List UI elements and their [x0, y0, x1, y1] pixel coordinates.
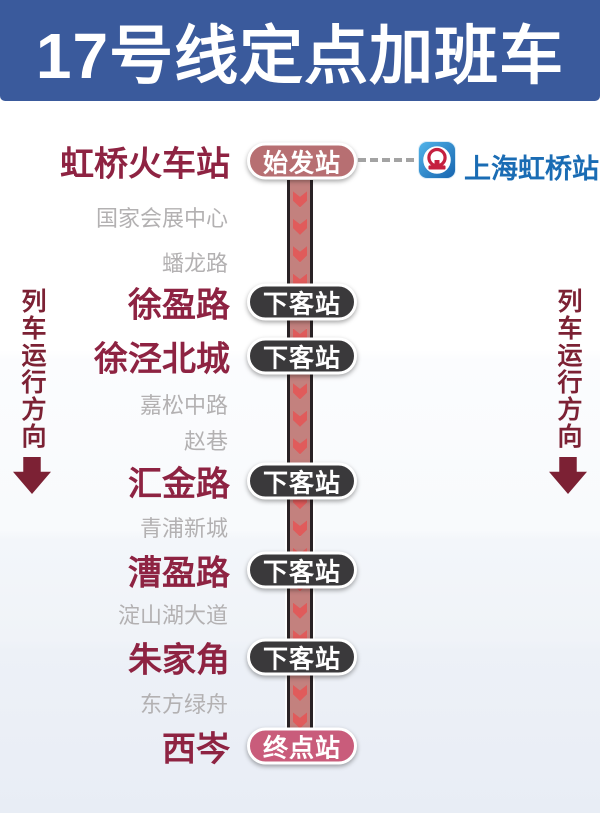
- station-name: 西岑: [162, 730, 230, 769]
- station-name: 东方绿舟: [139, 692, 228, 717]
- station-name: 虹桥火车站: [60, 145, 230, 184]
- station-name: 淀山湖大道: [117, 603, 228, 628]
- down-arrow-icon: [549, 457, 587, 494]
- chevron-down-icon: [293, 712, 307, 729]
- station-badge: 终点站: [247, 727, 358, 765]
- chevron-down-icon: [293, 246, 307, 263]
- direction-indicator-left: 列车运行方向: [12, 288, 52, 494]
- station-row: 漕盈路下客站: [0, 548, 600, 593]
- chevron-down-icon: [293, 191, 307, 208]
- direction-indicator-right: 列车运行方向: [548, 288, 588, 494]
- station-row: 徐盈路下客站: [0, 280, 600, 325]
- station-row: 国家会展中心: [0, 195, 600, 239]
- station-row: 东方绿舟: [0, 681, 600, 725]
- station-badge: 下客站: [247, 551, 358, 589]
- station-name: 蟠龙路: [161, 251, 228, 276]
- station-badge: 下客站: [247, 283, 358, 321]
- title-banner: 17号线定点加班车: [0, 0, 600, 101]
- station-badge: 下客站: [247, 462, 358, 500]
- direction-label: 列车运行方向: [554, 288, 582, 450]
- station-row: 青浦新城: [0, 505, 600, 549]
- chevron-down-icon: [293, 383, 307, 400]
- station-name: 徐盈路: [128, 286, 230, 325]
- station-row: 嘉松中路: [0, 382, 600, 426]
- station-row: 徐泾北城下客站: [0, 334, 600, 379]
- station-row: 西岑终点站: [0, 724, 600, 769]
- page-title: 17号线定点加班车: [35, 19, 565, 92]
- station-row: 汇金路下客站: [0, 459, 600, 504]
- chevron-down-icon: [293, 520, 307, 537]
- station-name: 汇金路: [128, 465, 230, 504]
- china-railway-logo-icon: [418, 141, 456, 179]
- chevron-down-icon: [293, 218, 307, 235]
- chevron-down-icon: [293, 410, 307, 427]
- station-name: 朱家角: [128, 641, 230, 680]
- station-name: 国家会展中心: [95, 206, 228, 231]
- station-row: 虹桥火车站始发站: [0, 139, 600, 184]
- chevron-down-icon: [293, 685, 307, 702]
- station-row: 朱家角下客站: [0, 635, 600, 680]
- chevron-down-icon: [293, 602, 307, 619]
- station-name: 徐泾北城: [94, 340, 230, 379]
- direction-label: 列车运行方向: [18, 288, 46, 450]
- station-name: 嘉松中路: [139, 393, 228, 418]
- chevron-down-icon: [293, 438, 307, 455]
- station-badge: 始发站: [247, 142, 358, 180]
- station-name: 青浦新城: [139, 516, 228, 541]
- station-name: 漕盈路: [128, 554, 230, 593]
- railway-station-label: 上海虹桥站: [464, 154, 599, 184]
- station-row: 蟠龙路: [0, 240, 600, 284]
- station-row: 淀山湖大道: [0, 592, 600, 636]
- station-badge: 下客站: [247, 638, 358, 676]
- interchange-dashed-connector: [358, 158, 414, 162]
- down-arrow-icon: [13, 457, 51, 494]
- station-name: 赵巷: [183, 429, 228, 454]
- station-badge: 下客站: [247, 337, 358, 375]
- station-row: 赵巷: [0, 418, 600, 462]
